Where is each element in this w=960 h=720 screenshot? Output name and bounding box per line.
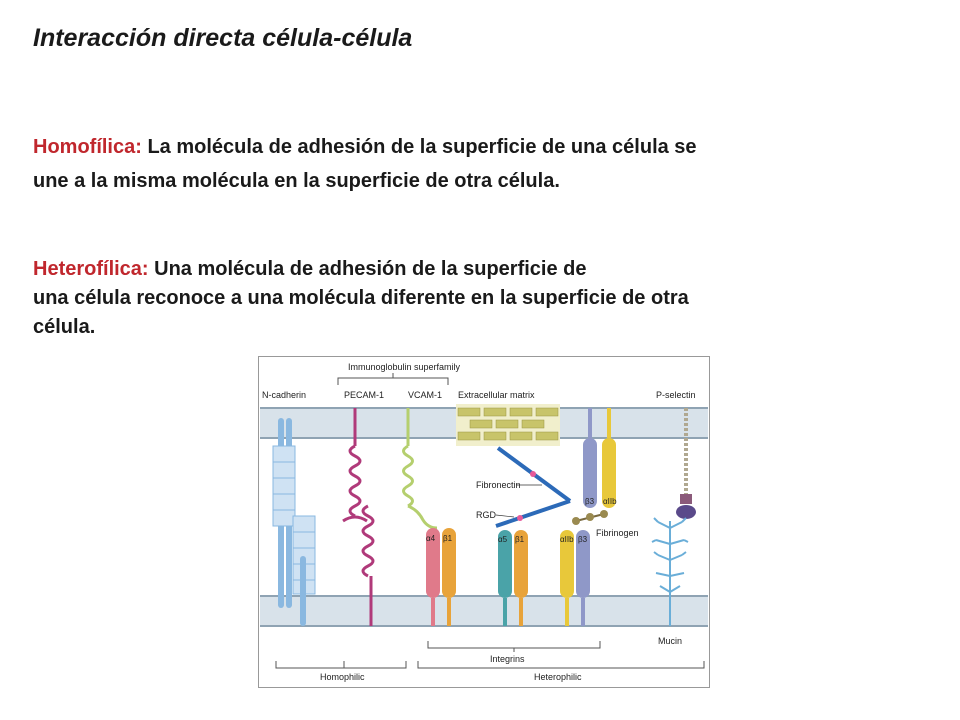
heterophilic-text-line2: una célula reconoce a una molécula difer… xyxy=(33,287,689,309)
rgd-label: RGD xyxy=(476,510,497,520)
heterophilic-paragraph: Heterofílica: Una molécula de adhesión d… xyxy=(33,255,933,342)
beta1a-label: β1 xyxy=(443,534,453,543)
n-cadherin-label: N-cadherin xyxy=(262,390,306,400)
homophilic-paragraph: Homofílica: La molécula de adhesión de l… xyxy=(33,130,933,198)
fibrinogen-label: Fibrinogen xyxy=(596,528,639,538)
aiib-lower-label: αIIb xyxy=(560,535,574,544)
integrins-label: Integrins xyxy=(490,654,525,664)
vcam-molecule xyxy=(402,408,438,530)
lower-membrane xyxy=(260,596,708,626)
heterophilic-text-line1: Una molécula de adhesión de la superfici… xyxy=(148,258,587,280)
aiib-upper-label: αIIb xyxy=(603,497,617,506)
integrin-a5b1 xyxy=(498,530,528,626)
adhesion-diagram: Immunoglobulin superfamily N-cadherin PE… xyxy=(258,356,710,688)
ecm-block xyxy=(456,404,560,446)
pecam-label: PECAM-1 xyxy=(344,390,384,400)
fibrinogen-molecule xyxy=(572,510,608,525)
p-selectin-label: P-selectin xyxy=(656,390,696,400)
pecam-molecule xyxy=(342,408,375,626)
ecm-label: Extracellular matrix xyxy=(458,390,535,400)
b3-upper-label: β3 xyxy=(585,497,595,506)
fibronectin-molecule xyxy=(495,446,572,528)
integrin-aiib-b3-upper xyxy=(583,408,616,508)
heterophilic-term: Heterofílica: xyxy=(33,258,149,280)
heterophilic-figure-label: Heterophilic xyxy=(534,672,582,682)
n-cadherin-molecule xyxy=(272,418,316,626)
alpha5-label: α5 xyxy=(498,535,508,544)
homophilic-text-line1: La molécula de adhesión de la superficie… xyxy=(141,136,697,158)
fibronectin-label: Fibronectin xyxy=(476,480,521,490)
mucin-molecule xyxy=(651,517,689,626)
p-selectin-molecule xyxy=(676,408,696,519)
b3-lower-label: β3 xyxy=(578,535,588,544)
heterophilic-text-line3: célula. xyxy=(33,316,96,338)
integrin-a4b1 xyxy=(426,528,456,626)
homophilic-figure-label: Homophilic xyxy=(320,672,365,682)
integrin-aiib-b3-lower xyxy=(560,530,590,626)
igsf-header: Immunoglobulin superfamily xyxy=(348,362,461,372)
beta1b-label: β1 xyxy=(515,535,525,544)
mucin-label: Mucin xyxy=(658,636,682,646)
slide-title: Interacción directa célula-célula xyxy=(33,24,413,52)
adhesion-molecules-figure: Immunoglobulin superfamily N-cadherin PE… xyxy=(258,356,710,688)
homophilic-term: Homofílica: xyxy=(33,136,142,158)
homophilic-text-line2: une a la misma molécula en la superficie… xyxy=(33,170,560,192)
vcam-label: VCAM-1 xyxy=(408,390,442,400)
alpha4-label: α4 xyxy=(426,534,436,543)
